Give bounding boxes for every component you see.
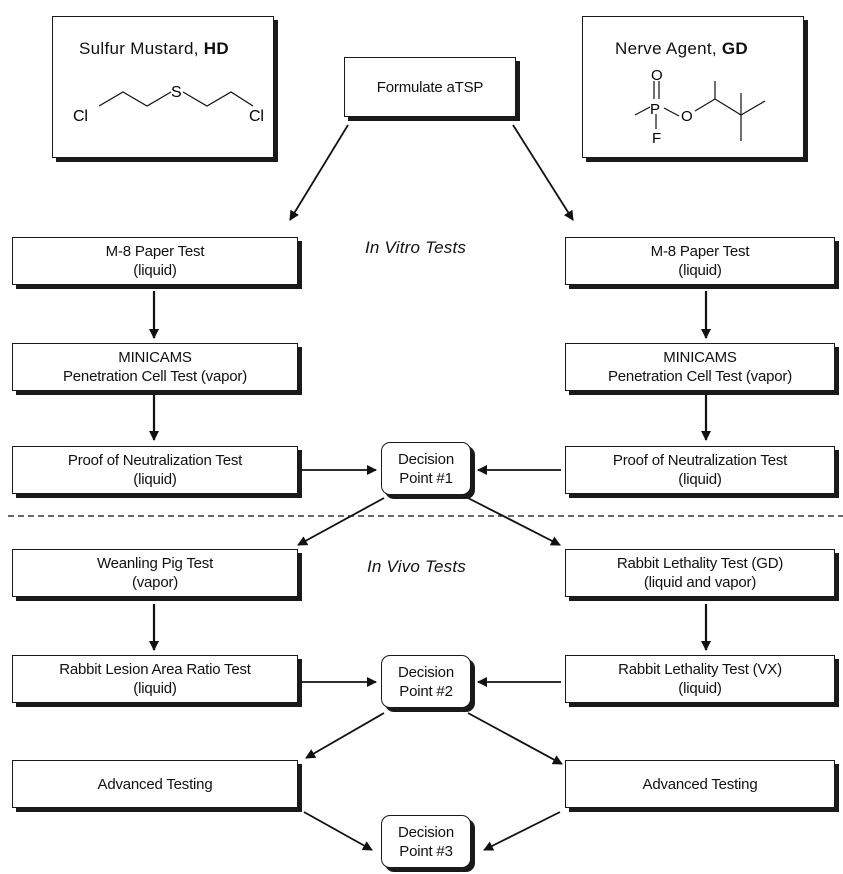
arrow-decision1-to-pig xyxy=(297,497,385,546)
decision2-line1: Decision xyxy=(398,663,454,681)
arrow-formulate-to-m8-right xyxy=(512,124,574,221)
m8-right-line2: (liquid) xyxy=(678,262,722,279)
gd-fluorine: F xyxy=(652,130,661,147)
arrow-formulate-to-m8-left xyxy=(289,124,349,221)
nerve-agent-name: Nerve Agent, xyxy=(615,39,722,58)
decision-point-3: Decision Point #3 xyxy=(381,815,471,868)
advanced-testing-right: Advanced Testing xyxy=(565,760,835,808)
in-vitro-label: In Vitro Tests xyxy=(365,238,467,257)
advanced-testing-left: Advanced Testing xyxy=(12,760,298,808)
rabbit-gd-line2: (liquid and vapor) xyxy=(643,574,757,591)
arrow-decision2-to-adv-left xyxy=(305,712,385,759)
minicams-left-line2: Penetration Cell Test (vapor) xyxy=(62,368,247,385)
rabbit-lesion-area-ratio: Rabbit Lesion Area Ratio Test (liquid) xyxy=(12,655,298,703)
nerve-agent-structure: O P F O xyxy=(634,67,766,147)
rabbit-vx-line1: Rabbit Lethality Test (VX) xyxy=(618,661,782,678)
proof-neutralization-right: Proof of Neutralization Test (liquid) xyxy=(565,446,835,494)
proof-neutralization-left: Proof of Neutralization Test (liquid) xyxy=(12,446,298,494)
nerve-agent-title: Nerve Agent, GD xyxy=(615,39,748,58)
proof-left-line2: (liquid) xyxy=(133,471,177,488)
gd-oxygen-ester: O xyxy=(681,108,692,125)
sulfur-mustard-structure: Cl S Cl xyxy=(73,84,264,125)
nerve-agent-box: Nerve Agent, GD O P F O xyxy=(582,16,804,158)
arrow-decision2-to-adv-right xyxy=(467,712,563,765)
sulfur-mustard-box: Sulfur Mustard, HD Cl S Cl xyxy=(52,16,274,158)
proof-left-line1: Proof of Neutralization Test xyxy=(67,452,243,469)
lesion-line2: (liquid) xyxy=(133,680,177,697)
gd-phosphorus: P xyxy=(650,101,660,118)
minicams-test-left: MINICAMS Penetration Cell Test (vapor) xyxy=(12,343,298,391)
decision1-line1: Decision xyxy=(398,450,454,468)
minicams-test-right: MINICAMS Penetration Cell Test (vapor) xyxy=(565,343,835,391)
decision-point-2: Decision Point #2 xyxy=(381,655,471,708)
decision3-line1: Decision xyxy=(398,823,454,841)
arrow-decision1-to-rabbit-gd xyxy=(467,497,561,546)
arrow-adv-left-to-decision3 xyxy=(303,811,373,851)
adv-left-label: Advanced Testing xyxy=(97,775,213,793)
sulfur-mustard-title: Sulfur Mustard, HD xyxy=(79,39,229,58)
m8-left-line2: (liquid) xyxy=(133,262,177,279)
decision3-line2: Point #3 xyxy=(399,842,453,860)
rabbit-gd-line1: Rabbit Lethality Test (GD) xyxy=(616,555,784,572)
pig-line1: Weanling Pig Test xyxy=(96,555,214,572)
m8-right-line1: M-8 Paper Test xyxy=(650,243,750,260)
rabbit-lethality-gd: Rabbit Lethality Test (GD) (liquid and v… xyxy=(565,549,835,597)
weanling-pig-test: Weanling Pig Test (vapor) xyxy=(12,549,298,597)
proof-right-line1: Proof of Neutralization Test xyxy=(612,452,788,469)
m8-paper-test-right: M-8 Paper Test (liquid) xyxy=(565,237,835,285)
decision1-line2: Point #1 xyxy=(399,469,453,487)
minicams-left-line1: MINICAMS xyxy=(118,349,192,366)
sulfur-mustard-name: Sulfur Mustard, xyxy=(79,39,204,58)
pig-line2: (vapor) xyxy=(131,574,179,591)
m8-paper-test-left: M-8 Paper Test (liquid) xyxy=(12,237,298,285)
decision2-line2: Point #2 xyxy=(399,682,453,700)
lesion-line1: Rabbit Lesion Area Ratio Test xyxy=(59,661,251,678)
hd-cl-right: Cl xyxy=(249,108,264,125)
adv-right-label: Advanced Testing xyxy=(642,775,758,793)
rabbit-vx-line2: (liquid) xyxy=(678,680,722,697)
formulate-atsp-box: Formulate aTSP xyxy=(344,57,516,117)
proof-right-line2: (liquid) xyxy=(678,471,722,488)
formulate-atsp-label: Formulate aTSP xyxy=(376,78,484,96)
sulfur-mustard-code: HD xyxy=(203,39,229,58)
m8-left-line1: M-8 Paper Test xyxy=(105,243,205,260)
minicams-right-line1: MINICAMS xyxy=(663,349,737,366)
nerve-agent-code: GD xyxy=(721,39,749,58)
gd-oxygen-double: O xyxy=(651,67,662,84)
rabbit-lethality-vx: Rabbit Lethality Test (VX) (liquid) xyxy=(565,655,835,703)
arrow-adv-right-to-decision3 xyxy=(483,811,561,851)
in-vivo-label: In Vivo Tests xyxy=(367,557,466,576)
decision-point-1: Decision Point #1 xyxy=(381,442,471,495)
hd-cl-left: Cl xyxy=(73,108,88,125)
minicams-right-line2: Penetration Cell Test (vapor) xyxy=(607,368,792,385)
hd-sulfur: S xyxy=(171,84,181,101)
